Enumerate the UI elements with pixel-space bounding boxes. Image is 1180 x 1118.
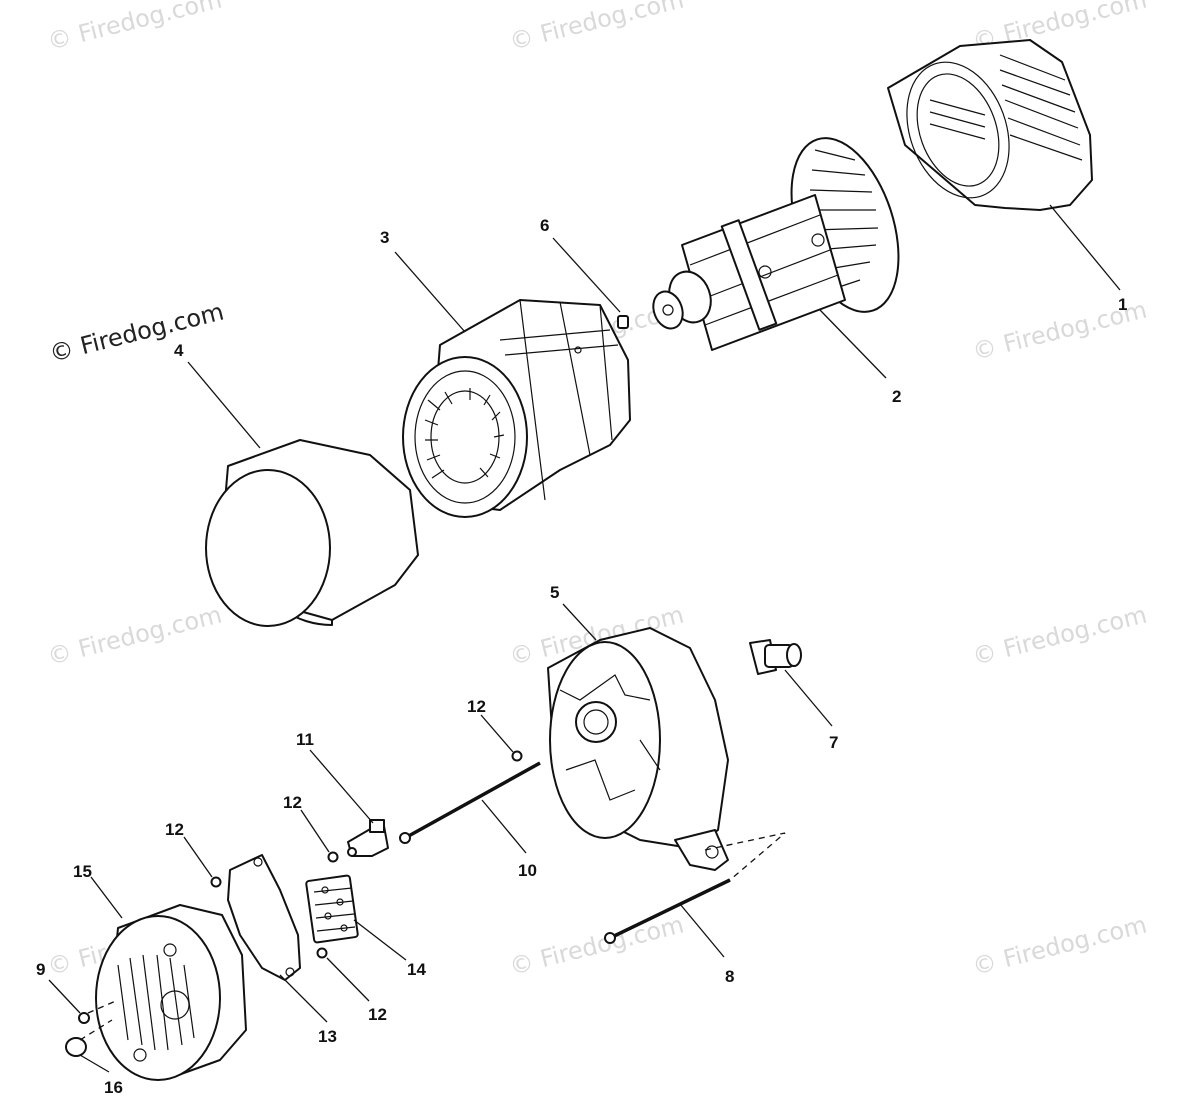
part-11-brush-holder xyxy=(347,819,389,857)
watermark: © Firedog.com xyxy=(507,910,687,980)
callout-12b: 12 xyxy=(283,793,302,812)
part-12-screws xyxy=(210,750,523,959)
watermark: © Firedog.com xyxy=(970,910,1150,980)
callout-9: 9 xyxy=(36,960,45,979)
callout-16: 16 xyxy=(104,1078,123,1097)
watermark: © Firedog.com xyxy=(45,0,225,56)
part-10-bolt xyxy=(399,761,541,844)
callout-8: 8 xyxy=(725,967,734,986)
part-14-terminal-block xyxy=(305,874,359,944)
part-7-bushing xyxy=(749,639,802,675)
leader-lines xyxy=(48,204,1121,1073)
part-13-cover-plate xyxy=(227,854,301,981)
part-8-bolt xyxy=(604,878,731,944)
watermark-main: © Firedog.com xyxy=(47,297,227,367)
callout-2: 2 xyxy=(892,387,901,406)
callout-4: 4 xyxy=(174,341,184,360)
watermark: © Firedog.com xyxy=(45,600,225,670)
watermark: © Firedog.com xyxy=(970,600,1150,670)
watermark: © Firedog.com xyxy=(507,0,687,56)
part-2-rotor xyxy=(652,137,900,351)
part-4-cover xyxy=(205,439,419,627)
callout-10: 10 xyxy=(518,861,537,880)
callout-12a: 12 xyxy=(467,697,486,716)
part-5-bracket xyxy=(547,627,729,871)
callout-3: 3 xyxy=(380,228,389,247)
part-6-screw xyxy=(617,315,629,329)
callout-1: 1 xyxy=(1118,295,1127,314)
callout-14: 14 xyxy=(407,960,426,979)
part-15-end-cover xyxy=(95,904,247,1081)
callouts: 1 2 3 4 5 6 7 8 9 10 11 12 12 12 12 13 1… xyxy=(36,216,1127,1097)
part-3-stator xyxy=(402,299,631,518)
callout-12c: 12 xyxy=(165,820,184,839)
part-9-screw xyxy=(78,1012,90,1024)
part-1-housing xyxy=(887,39,1093,211)
callout-5: 5 xyxy=(550,583,559,602)
callout-12d: 12 xyxy=(368,1005,387,1024)
callout-15: 15 xyxy=(73,862,92,881)
callout-13: 13 xyxy=(318,1027,337,1046)
part-16-plug xyxy=(65,1037,87,1057)
callout-7: 7 xyxy=(829,733,838,752)
callout-11: 11 xyxy=(296,730,314,749)
callout-6: 6 xyxy=(540,216,549,235)
